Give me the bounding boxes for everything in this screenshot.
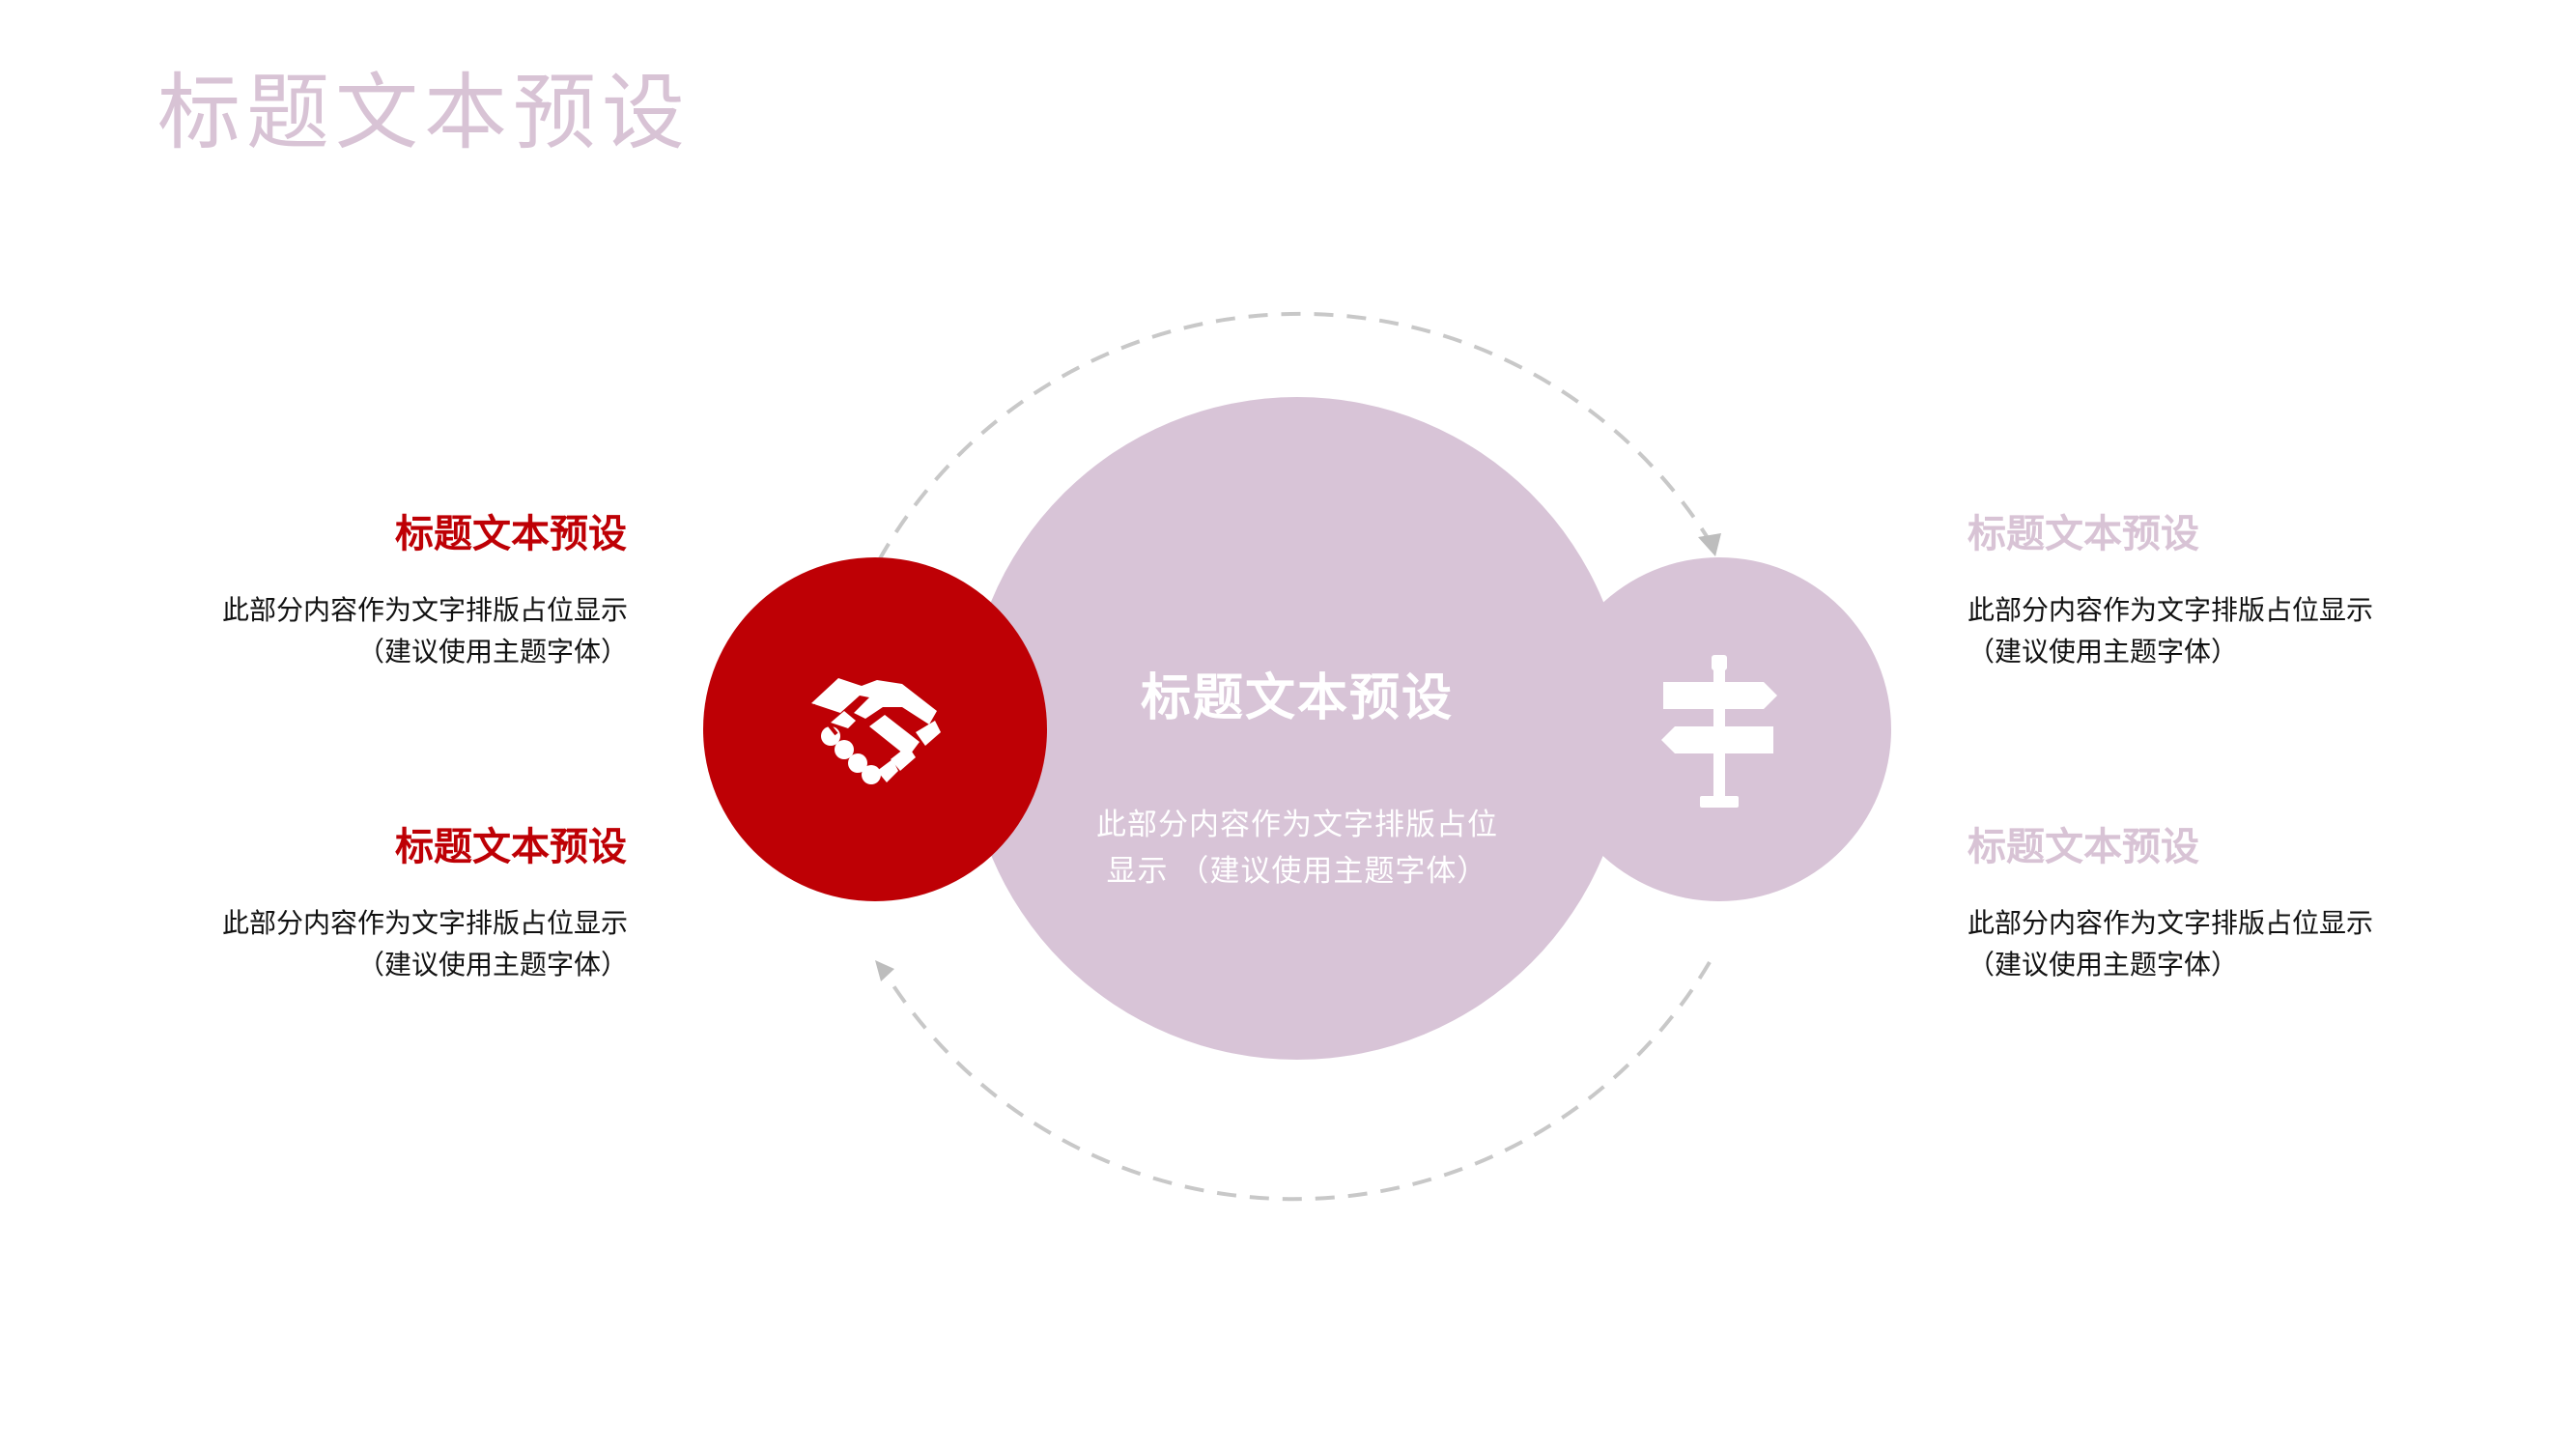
dashed-arc-top [877, 311, 1712, 561]
center-body: 此部分内容作为文字排版占位 显示 （建议使用主题字体） [1072, 802, 1522, 895]
right-top-title: 标题文本预设 [1967, 512, 2199, 556]
left-top-title: 标题文本预设 [395, 512, 627, 556]
left-top-line1: 此部分内容作为文字排版占位显示 [221, 594, 628, 626]
center-title: 标题文本预设 [1140, 669, 1454, 727]
left-bottom-line1: 此部分内容作为文字排版占位显示 [221, 907, 628, 939]
left-top-line2: （建议使用主题字体） [356, 636, 628, 668]
left-bottom-line2: （建议使用主题字体） [356, 949, 628, 980]
left-bottom-title: 标题文本预设 [395, 825, 627, 869]
right-bottom-body: 此部分内容作为文字排版占位显示 （建议使用主题字体） [1967, 902, 2412, 985]
right-bottom-line1: 此部分内容作为文字排版占位显示 [1967, 907, 2374, 939]
arrowhead-top-right [1698, 533, 1721, 556]
center-circle [966, 397, 1628, 1060]
center-body-line2: 显示 （建议使用主题字体） [1106, 854, 1488, 889]
right-top-body: 此部分内容作为文字排版占位显示 （建议使用主题字体） [1967, 589, 2412, 672]
right-bottom-title: 标题文本预设 [1967, 825, 2199, 869]
right-bottom-line2: （建议使用主题字体） [1967, 949, 2239, 980]
left-top-body: 此部分内容作为文字排版占位显示 （建议使用主题字体） [184, 589, 628, 672]
signpost-icon [1661, 655, 1777, 808]
page-title: 标题文本预设 [157, 65, 691, 161]
center-body-line1: 此部分内容作为文字排版占位 [1096, 808, 1498, 842]
right-top-line1: 此部分内容作为文字排版占位显示 [1967, 594, 2374, 626]
arrowhead-bottom-left [875, 960, 894, 981]
left-bottom-body: 此部分内容作为文字排版占位显示 （建议使用主题字体） [184, 902, 628, 985]
handshake-icon [811, 678, 941, 784]
right-top-line2: （建议使用主题字体） [1967, 636, 2239, 668]
dashed-arc-bottom [882, 960, 1712, 1202]
